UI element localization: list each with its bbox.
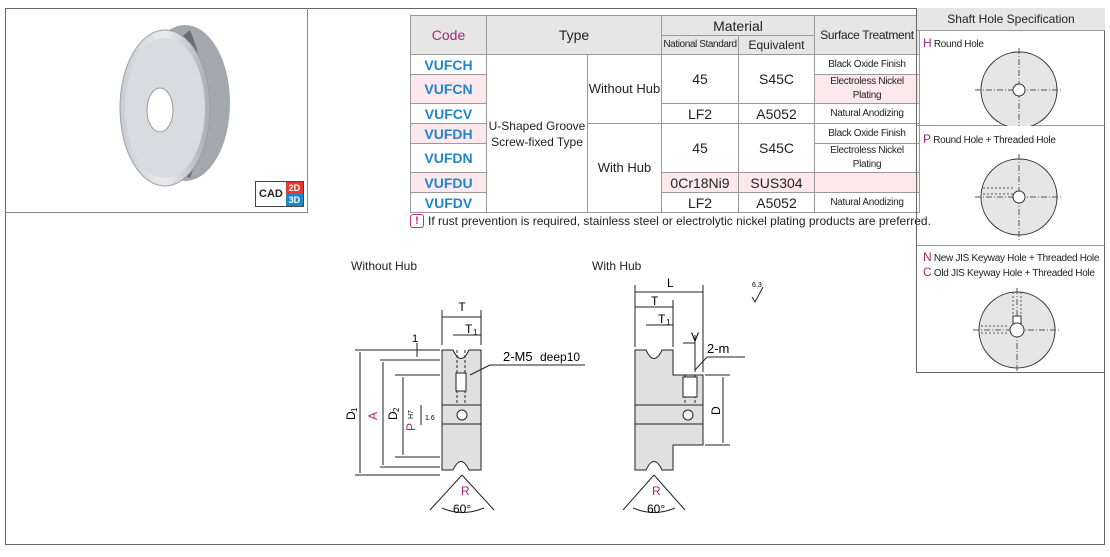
wh-screw: 2-M5 [503,349,533,364]
equivalent-s45c-b: S45C [738,123,815,173]
rust-note-text: If rust prevention is required, stainles… [428,214,931,228]
header-surface-treatment: Surface Treatment [814,15,920,55]
surface-empty [814,172,920,193]
round-threaded-hole-diagram [975,154,1063,240]
shaft-section-nc: N New JIS Keyway Hole + Threaded Hole C … [917,246,1105,372]
letter-h: H [923,36,932,50]
shaft-hole-panel: Shaft Hole Specification H Round Hole P … [916,8,1105,373]
pulley-product-image [119,25,230,187]
surface-black-oxide-b: Black Oxide Finish [814,123,920,144]
header-equivalent: Equivalent [738,35,815,55]
code-vufcv[interactable]: VUFCV [410,103,487,124]
header-type: Type [486,15,662,55]
hub-with: With Hub [587,123,662,213]
wh-dim-d2-sub: 2 [392,407,401,412]
rust-note: ! If rust prevention is required, stainl… [410,214,931,228]
surface-nickel-b: Electroless Nickel Plating [814,143,920,173]
wh-dim-d1-sub: 1 [350,407,359,412]
shaft-section-h: H Round Hole [917,30,1105,126]
letter-p: P [923,132,931,146]
product-image-box [5,8,308,213]
letter-c: C [923,265,932,279]
wh-dim-t: T [458,300,466,314]
surface-black-oxide-a: Black Oxide Finish [814,54,920,75]
surface-anodizing-b: Natural Anodizing [814,192,920,213]
header-national-standard: National Standard [661,35,739,55]
without-hub-title: Without Hub [351,259,418,273]
wh-dim-d2: D [386,411,400,420]
surface-anodizing-a: Natural Anodizing [814,103,920,124]
with-hub-drawing: L T T 1 V 2-m D 6.3 R 60° [622,276,764,515]
code-vufcn[interactable]: VUFCN [410,74,487,104]
wh-dim-one: 1 [412,333,418,345]
hub-without: Without Hub [587,54,662,124]
equivalent-a5052-a: A5052 [738,103,815,124]
without-hub-drawing: T T 1 1 2-M5 deep10 D 1 A D 2 P H7 1.6 R… [344,300,585,516]
surface-nickel-a: Electroless Nickel Plating [814,74,920,104]
header-code: Code [410,15,487,55]
code-vufdn[interactable]: VUFDN [410,143,487,173]
page-frame [5,8,1105,545]
h-dim-t1: T [658,312,666,326]
code-vufdu[interactable]: VUFDU [410,172,487,193]
h-dim-d: D [709,406,723,415]
national-lf2-b: LF2 [661,192,739,213]
h-screw: 2-m [707,341,729,356]
label-new-jis: New JIS Keyway Hole + Threaded Hole [933,253,1100,264]
wh-dim-a: A [366,412,380,420]
header-material: Material [661,15,815,36]
equivalent-a5052-b: A5052 [738,192,815,213]
h-roughness: 6.3 [752,282,762,289]
letter-n: N [923,250,932,264]
label-round-hole: Round Hole [933,39,984,50]
equivalent-sus304: SUS304 [738,172,815,193]
cad-2d-label[interactable]: 2D [285,182,303,194]
code-vufdv[interactable]: VUFDV [410,192,487,213]
h-dim-t1-sub: 1 [666,318,671,327]
label-round-threaded: Round Hole + Threaded Hole [933,135,1056,146]
national-lf2-a: LF2 [661,103,739,124]
national-45-b: 45 [661,123,739,173]
shaft-panel-title: Shaft Hole Specification [917,8,1105,31]
wh-angle: 60° [453,502,471,516]
national-0cr18ni9: 0Cr18Ni9 [661,172,739,193]
wh-dim-d1: D [344,411,358,420]
wh-deep: deep10 [540,350,580,364]
h-dim-l: L [667,276,674,290]
wh-dim-r: R [461,484,470,498]
with-hub-title: With Hub [592,259,642,273]
keyway-hole-diagram [973,288,1061,372]
national-45-a: 45 [661,54,739,104]
code-vufdh[interactable]: VUFDH [410,123,487,144]
spec-table: Code Type Material Surface Treatment Nat… [410,15,920,213]
round-hole-diagram [975,48,1063,126]
type-main: U-Shaped Groove Screw-fixed Type [486,54,588,213]
cad-label: CAD [259,188,283,200]
code-vufch[interactable]: VUFCH [410,54,487,75]
warning-icon: ! [410,214,424,228]
cad-badge[interactable]: CAD 2D 3D [255,181,304,207]
wh-dim-p-h7: H7 [408,410,415,419]
h-dim-t: T [651,294,659,308]
wh-dim-t1-sub: 1 [473,328,478,337]
h-dim-r: R [652,484,661,498]
shaft-section-p: P Round Hole + Threaded Hole [917,126,1105,246]
wh-dim-t1: T [465,322,473,336]
h-dim-v: V [691,330,699,344]
label-old-jis: Old JIS Keyway Hole + Threaded Hole [933,268,1095,279]
h-angle: 60° [647,502,665,515]
equivalent-s45c-a: S45C [738,54,815,104]
wh-dim-p: P [404,423,418,431]
cad-3d-label[interactable]: 3D [285,194,303,206]
wh-roughness: 1.6 [425,415,435,422]
